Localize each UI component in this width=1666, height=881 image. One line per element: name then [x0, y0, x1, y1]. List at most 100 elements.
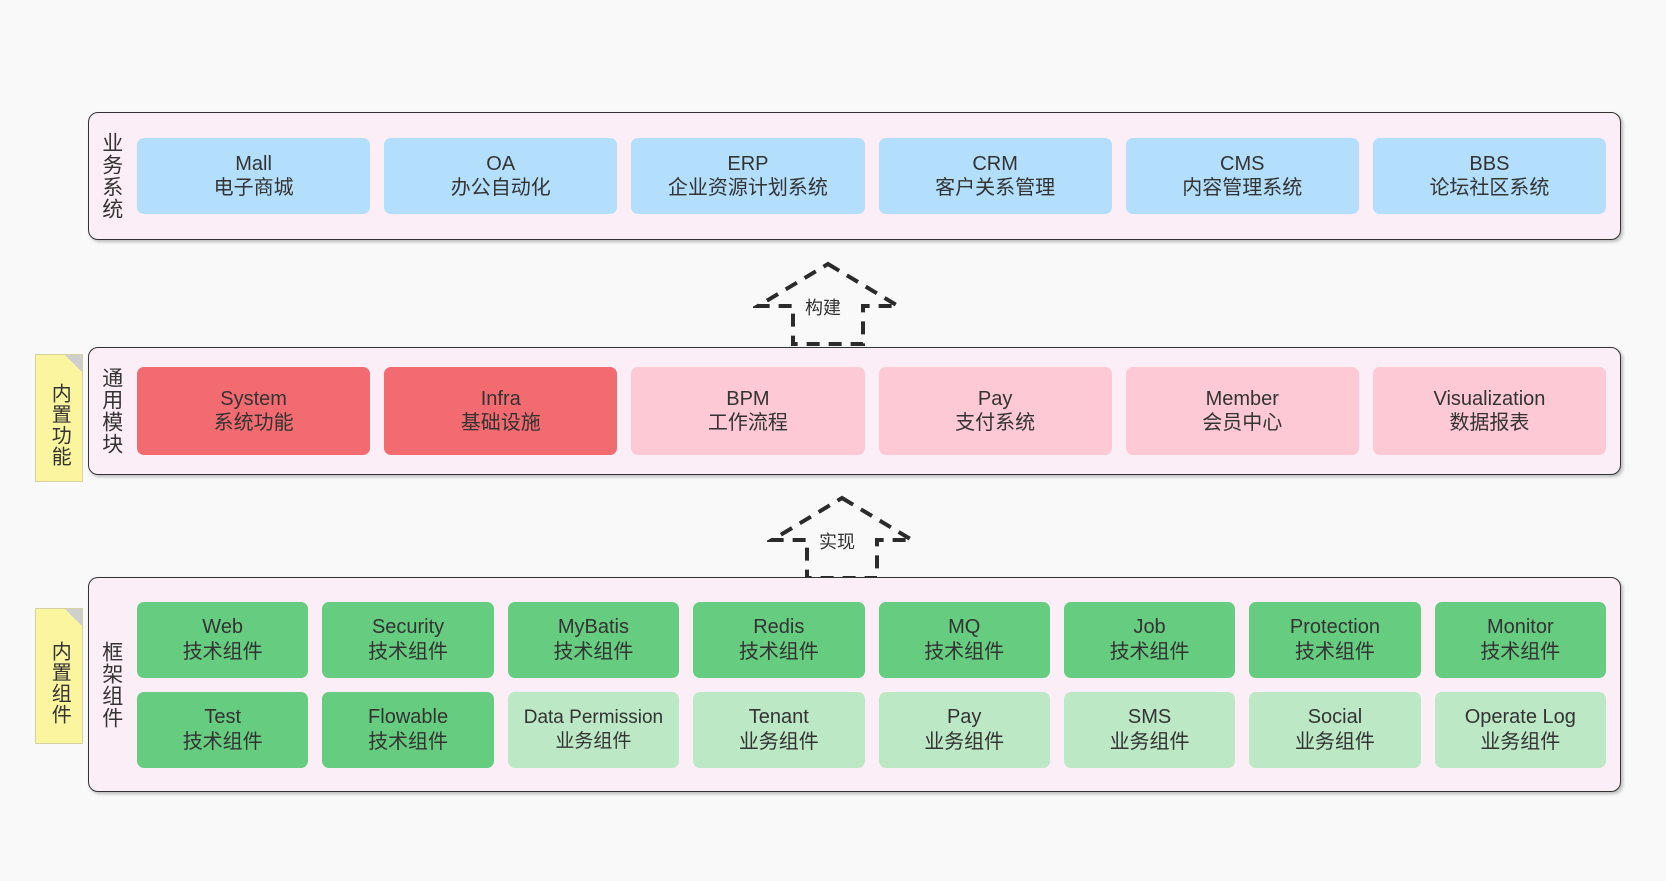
card-subtitle: 会员中心	[1202, 412, 1283, 434]
card-erp[interactable]: ERP 企业资源计划系统	[631, 138, 865, 214]
card-member[interactable]: Member 会员中心	[1125, 367, 1359, 455]
card-operate-log[interactable]: Operate Log 业务组件	[1434, 691, 1606, 768]
card-title: Data Permission	[523, 707, 664, 729]
card-monitor[interactable]: Monitor 技术组件	[1434, 601, 1606, 678]
card-crm[interactable]: CRM 客户关系管理	[878, 138, 1112, 214]
card-subtitle: 技术组件	[553, 640, 634, 663]
layer-body-business: Mall 电子商城 OA 办公自动化 ERP 企业资源计划系统 CRM 客户关系…	[133, 113, 1620, 239]
card-security[interactable]: Security 技术组件	[322, 601, 494, 678]
card-subtitle: 办公自动化	[450, 177, 551, 199]
layer-business-system: 业务系统 Mall 电子商城 OA 办公自动化 ERP 企业资源计划系统 CRM…	[88, 112, 1621, 240]
card-subtitle: 支付系统	[955, 412, 1036, 434]
card-title: Pay	[946, 706, 982, 729]
connector-build: 构建	[750, 258, 906, 346]
card-subtitle: 系统功能	[213, 412, 294, 434]
card-title: Operate Log	[1464, 706, 1576, 729]
card-title: Pay	[977, 387, 1013, 410]
dashed-hollow-arrow-up-icon	[764, 495, 920, 580]
layer-common-module: 通用模块 System 系统功能 Infra 基础设施 BPM 工作流程 Pay…	[88, 347, 1621, 475]
card-subtitle: 企业资源计划系统	[667, 177, 828, 199]
card-subtitle: 业务组件	[1109, 730, 1190, 753]
card-title: MyBatis	[557, 616, 629, 639]
card-title: MQ	[948, 616, 981, 639]
card-pay-component[interactable]: Pay 业务组件	[878, 691, 1050, 768]
card-bpm[interactable]: BPM 工作流程	[631, 367, 865, 455]
card-subtitle: 内容管理系统	[1182, 177, 1303, 199]
card-title: Member	[1205, 387, 1279, 410]
card-title: Flowable	[368, 706, 449, 729]
card-title: SMS	[1127, 706, 1172, 729]
card-title: Social	[1307, 706, 1363, 729]
card-title: BBS	[1469, 152, 1510, 175]
card-protection[interactable]: Protection 技术组件	[1249, 601, 1421, 678]
card-subtitle: 技术组件	[368, 640, 449, 663]
card-redis[interactable]: Redis 技术组件	[693, 601, 865, 678]
card-cms[interactable]: CMS 内容管理系统	[1125, 138, 1359, 214]
card-title: Redis	[753, 616, 805, 639]
card-subtitle: 工作流程	[707, 412, 788, 434]
card-visualization[interactable]: Visualization 数据报表	[1372, 367, 1607, 455]
card-subtitle: 技术组件	[924, 640, 1005, 663]
card-test[interactable]: Test 技术组件	[137, 691, 309, 768]
card-subtitle: 基础设施	[460, 412, 541, 434]
card-pay-module[interactable]: Pay 支付系统	[878, 367, 1112, 455]
card-title: Job	[1133, 616, 1166, 639]
card-oa[interactable]: OA 办公自动化	[384, 138, 618, 214]
card-title: Visualization	[1433, 387, 1546, 410]
card-title: Mall	[235, 152, 272, 175]
layer-body-framework: Web 技术组件 Security 技术组件 MyBatis 技术组件 Redi…	[133, 578, 1620, 791]
card-subtitle: 技术组件	[182, 640, 263, 663]
card-title: BPM	[726, 387, 770, 410]
card-subtitle: 技术组件	[1294, 640, 1375, 663]
card-subtitle: 客户关系管理	[935, 177, 1056, 199]
card-mybatis[interactable]: MyBatis 技术组件	[507, 601, 680, 678]
card-subtitle: 业务组件	[738, 730, 819, 753]
card-system[interactable]: System 系统功能	[137, 367, 371, 455]
card-web[interactable]: Web 技术组件	[137, 601, 309, 678]
card-sms[interactable]: SMS 业务组件	[1063, 691, 1236, 768]
card-title: Tenant	[748, 706, 809, 729]
layer-body-common: System 系统功能 Infra 基础设施 BPM 工作流程 Pay 支付系统…	[133, 348, 1620, 474]
card-subtitle: 技术组件	[738, 640, 819, 663]
sticky-note-builtin-function: 内置功能	[35, 354, 83, 482]
note-fold-corner	[65, 355, 82, 372]
card-subtitle: 业务组件	[1480, 730, 1561, 753]
connector-implement: 实现	[764, 492, 920, 580]
card-title: Protection	[1289, 616, 1380, 639]
card-title: System	[220, 387, 287, 410]
framework-row-business: Test 技术组件 Flowable 技术组件 Data Permission …	[137, 691, 1606, 768]
card-flowable[interactable]: Flowable 技术组件	[322, 691, 494, 768]
card-infra[interactable]: Infra 基础设施	[384, 367, 618, 455]
sticky-note-label: 内置功能	[48, 383, 71, 467]
card-title: Test	[204, 706, 242, 729]
layer-title-framework: 框架组件	[99, 640, 123, 729]
card-bbs[interactable]: BBS 论坛社区系统	[1372, 138, 1607, 214]
sticky-note-label: 内置组件	[48, 641, 71, 725]
card-title: Monitor	[1486, 616, 1554, 639]
card-title: Infra	[480, 387, 521, 410]
framework-row-technical: Web 技术组件 Security 技术组件 MyBatis 技术组件 Redi…	[137, 601, 1606, 678]
card-subtitle: 业务组件	[924, 730, 1005, 753]
card-subtitle: 业务组件	[555, 730, 632, 752]
card-tenant[interactable]: Tenant 业务组件	[693, 691, 865, 768]
card-data-permission[interactable]: Data Permission 业务组件	[507, 691, 680, 768]
card-mq[interactable]: MQ 技术组件	[878, 601, 1050, 678]
card-mall[interactable]: Mall 电子商城	[137, 138, 371, 214]
card-subtitle: 技术组件	[182, 730, 263, 753]
layer-framework-component: 框架组件 Web 技术组件 Security 技术组件 MyBatis 技术组件…	[88, 577, 1621, 792]
card-job[interactable]: Job 技术组件	[1063, 601, 1236, 678]
card-social[interactable]: Social 业务组件	[1249, 691, 1421, 768]
card-title: Security	[371, 616, 445, 639]
card-title: CMS	[1220, 152, 1265, 175]
card-subtitle: 技术组件	[1480, 640, 1561, 663]
card-subtitle: 论坛社区系统	[1429, 177, 1550, 199]
connector-build-label: 构建	[805, 298, 841, 318]
sticky-note-builtin-component: 内置组件	[35, 608, 83, 744]
card-subtitle: 数据报表	[1449, 412, 1530, 434]
card-title: ERP	[727, 152, 769, 175]
card-title: OA	[486, 152, 516, 175]
layer-title-common: 通用模块	[99, 367, 123, 455]
card-title: Web	[202, 616, 244, 639]
card-subtitle: 电子商城	[213, 177, 294, 199]
